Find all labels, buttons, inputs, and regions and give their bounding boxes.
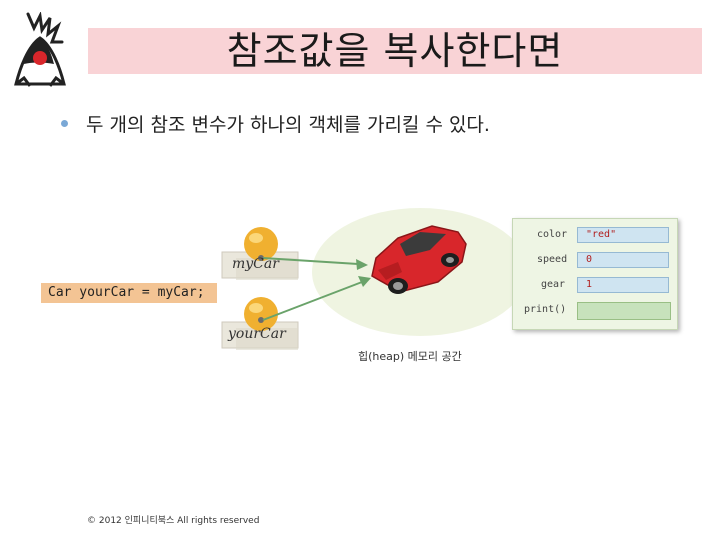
code-band <box>41 283 217 303</box>
field-label-color: color <box>537 229 568 240</box>
method-slot <box>577 302 671 320</box>
duke-logo-icon <box>14 12 66 87</box>
field-value-speed: 0 <box>577 252 669 268</box>
code-statement: Car yourCar = myCar; <box>48 285 205 300</box>
method-label-print: print() <box>524 304 567 315</box>
mycar-label: myCar <box>232 256 279 272</box>
yourcar-label: yourCar <box>228 326 286 342</box>
footer-copyright: © 2012 인피니티북스 All rights reserved <box>87 516 260 526</box>
field-value-color: "red" <box>577 227 669 243</box>
car-object-icon <box>371 225 467 294</box>
mycar-reference-arrow <box>262 257 359 265</box>
field-value-gear: 1 <box>577 277 669 293</box>
field-label-speed: speed <box>537 254 568 265</box>
slide-title: 참조값을 복사한다면 <box>226 29 564 73</box>
bullet-text: 두 개의 참조 변수가 하나의 객체를 가리킬 수 있다. <box>86 114 490 136</box>
mycar-variable-box <box>221 227 299 280</box>
title-band <box>88 28 702 74</box>
field-label-gear: gear <box>541 279 566 290</box>
yourcar-variable-box <box>221 297 299 350</box>
bullet-marker <box>61 120 68 127</box>
yourcar-reference-arrow <box>262 281 363 321</box>
heap-label: 힙(heap) 메모리 공간 <box>358 350 462 363</box>
